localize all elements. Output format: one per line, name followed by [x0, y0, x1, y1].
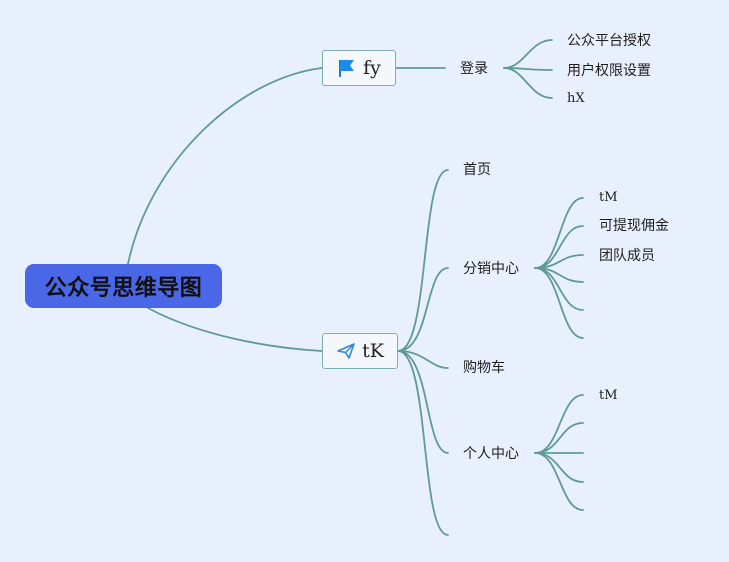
link-login-c1 [503, 39, 553, 69]
branch-label-fy: fy [363, 57, 381, 79]
node-personal-child[interactable]: tM [599, 388, 618, 403]
node-distribution[interactable]: 分销中心 [463, 261, 519, 277]
node-cart[interactable]: 购物车 [463, 360, 505, 376]
link-tk-empty [397, 350, 449, 536]
node-login[interactable]: 登录 [460, 61, 488, 77]
branch-label-tk: tK [362, 340, 384, 362]
flag-icon [337, 58, 357, 78]
link-root-fy [127, 67, 323, 265]
node-personal[interactable]: 个人中心 [463, 446, 519, 462]
link-dist-c1 [534, 197, 584, 269]
link-root-tk [147, 307, 323, 352]
node-login-child[interactable]: hX [567, 91, 585, 106]
link-pers-c1 [534, 394, 584, 454]
link-dist-c6 [534, 267, 584, 339]
branch-node-tk[interactable]: tK [322, 333, 398, 369]
node-login-child[interactable]: 用户权限设置 [567, 63, 651, 79]
node-distribution-child[interactable]: tM [599, 190, 618, 205]
link-tk-home [397, 169, 449, 352]
link-pers-c5 [534, 452, 584, 511]
node-distribution-child[interactable]: 团队成员 [599, 248, 655, 264]
node-homepage[interactable]: 首页 [463, 162, 491, 178]
root-node[interactable]: 公众号思维导图 [25, 264, 222, 308]
root-label: 公众号思维导图 [44, 276, 203, 301]
link-login-c3 [503, 67, 553, 99]
node-login-child[interactable]: 公众平台授权 [567, 33, 651, 49]
paper-plane-icon [336, 341, 356, 361]
link-tk-distribution [397, 267, 449, 352]
branch-node-fy[interactable]: fy [322, 50, 396, 86]
node-distribution-child[interactable]: 可提现佣金 [599, 218, 669, 234]
link-tk-personal [397, 350, 449, 454]
